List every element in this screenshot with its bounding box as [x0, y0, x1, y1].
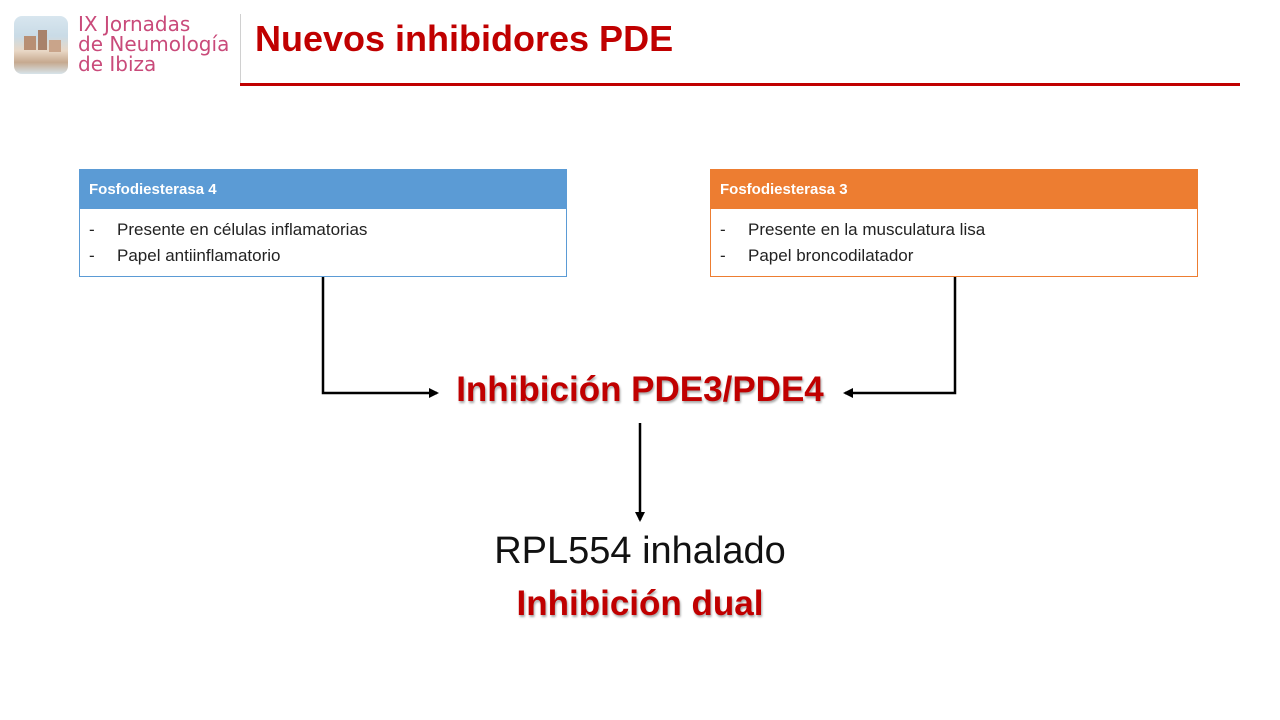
pde3-box-title: Fosfodiesterasa 3 [711, 170, 1197, 209]
pde4-box-title: Fosfodiesterasa 4 [80, 170, 566, 209]
pde3-to-center-arrow [843, 277, 957, 398]
pde4-to-center-arrow [321, 277, 439, 398]
logo-line-1: IX Jornadas [78, 12, 191, 36]
pde4-box: Fosfodiesterasa 4 Presente en células in… [79, 169, 567, 277]
dual-inhibition-heading: Inhibición PDE3/PDE4 [456, 370, 824, 409]
result-subtitle: Inhibición dual [516, 584, 764, 623]
page-title: Nuevos inhibidores PDE [255, 18, 674, 59]
pde3-box: Fosfodiesterasa 3 Presente en la muscula… [710, 169, 1198, 277]
pde4-item-1: Presente en células inflamatorias [89, 217, 566, 243]
logo-line-3: de Ibiza [78, 52, 157, 76]
header-divider [240, 14, 241, 86]
pde3-box-list: Presente en la musculatura lisa Papel br… [711, 217, 1197, 269]
logo-text: IX Jornadas de Neumología de Ibiza [78, 14, 229, 74]
title-underline [240, 83, 1240, 86]
logo-line-2: de Neumología [78, 32, 230, 56]
pde3-item-1: Presente en la musculatura lisa [720, 217, 1197, 243]
event-logo: IX Jornadas de Neumología de Ibiza [14, 14, 234, 80]
pde4-box-list: Presente en células inflamatorias Papel … [80, 217, 566, 269]
pde3-item-2: Papel broncodilatador [720, 243, 1197, 269]
pde4-item-2: Papel antiinflamatorio [89, 243, 566, 269]
ibiza-photo-icon [14, 16, 68, 74]
result-drug-name: RPL554 inhalado [494, 530, 786, 572]
